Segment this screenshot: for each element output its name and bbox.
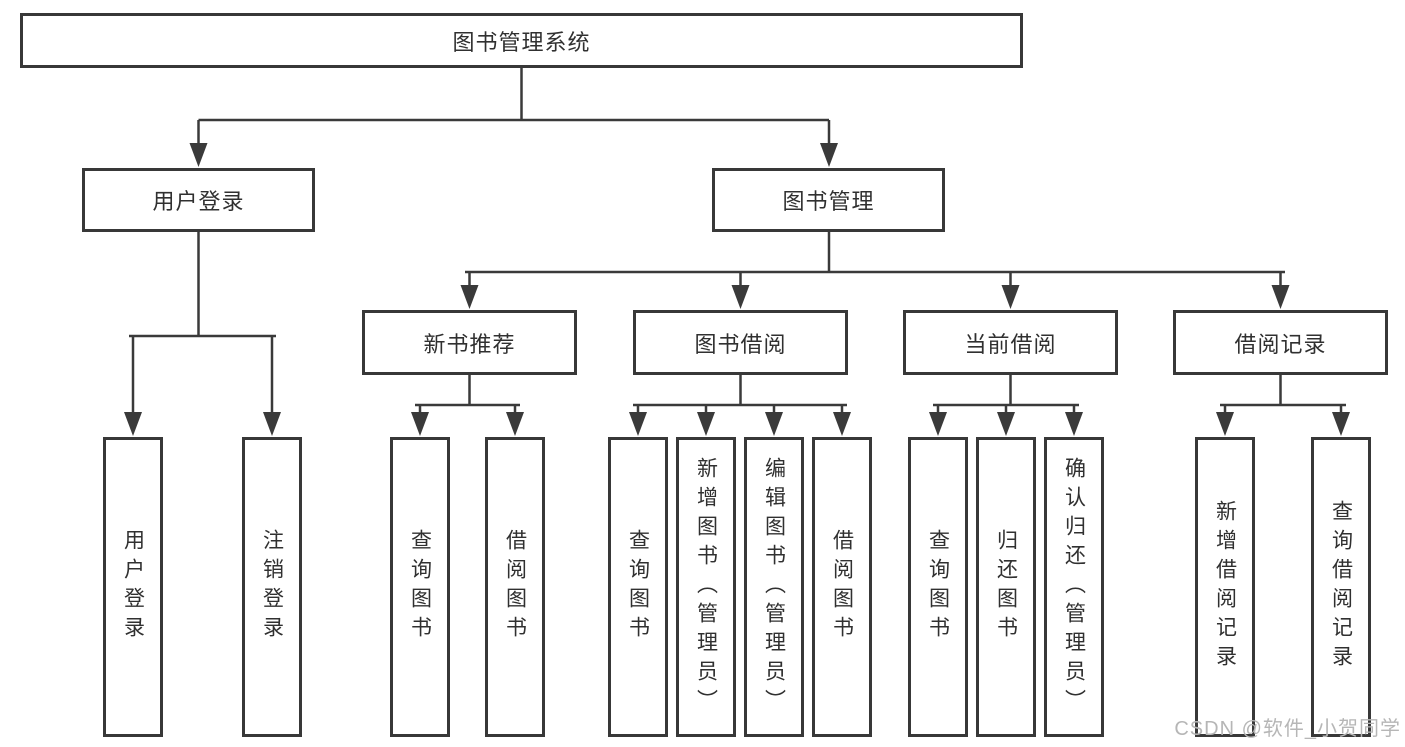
edge-borrow-records-children (1216, 373, 1350, 436)
node-book-mgmt: 图书管理 (712, 168, 945, 232)
leaf-current-query: 查询图书 (908, 437, 968, 737)
node-book-borrow: 图书借阅 (633, 310, 848, 375)
leaf-borrow-add-admin: 新增图书（管理员） (676, 437, 736, 737)
leaf-borrow-edit-admin: 编辑图书（管理员） (744, 437, 804, 737)
edge-book-mgmt-children (460, 230, 1290, 309)
leaf-current-return: 归还图书 (976, 437, 1036, 737)
edge-new-books-children (411, 373, 524, 436)
leaf-current-confirm-admin: 确认归还（管理员） (1044, 437, 1104, 737)
edge-user-login-children (124, 230, 281, 436)
edge-root-to-level2 (189, 66, 838, 167)
leaf-borrow-query: 查询图书 (608, 437, 668, 737)
leaf-logout: 注销登录 (242, 437, 302, 737)
watermark: CSDN @软件_小贺同学 (1174, 718, 1401, 740)
node-root: 图书管理系统 (20, 13, 1023, 68)
leaf-records-query: 查询借阅记录 (1311, 437, 1371, 737)
node-new-books: 新书推荐 (362, 310, 577, 375)
node-borrow-records: 借阅记录 (1173, 310, 1388, 375)
leaf-records-add: 新增借阅记录 (1195, 437, 1255, 737)
edge-current-borrow-children (929, 373, 1083, 436)
node-current-borrow: 当前借阅 (903, 310, 1118, 375)
edge-book-borrow-children (629, 373, 851, 436)
leaf-user-login: 用户登录 (103, 437, 163, 737)
leaf-borrow-borrow: 借阅图书 (812, 437, 872, 737)
leaf-newbooks-query: 查询图书 (390, 437, 450, 737)
node-user-login: 用户登录 (82, 168, 315, 232)
leaf-newbooks-borrow: 借阅图书 (485, 437, 545, 737)
